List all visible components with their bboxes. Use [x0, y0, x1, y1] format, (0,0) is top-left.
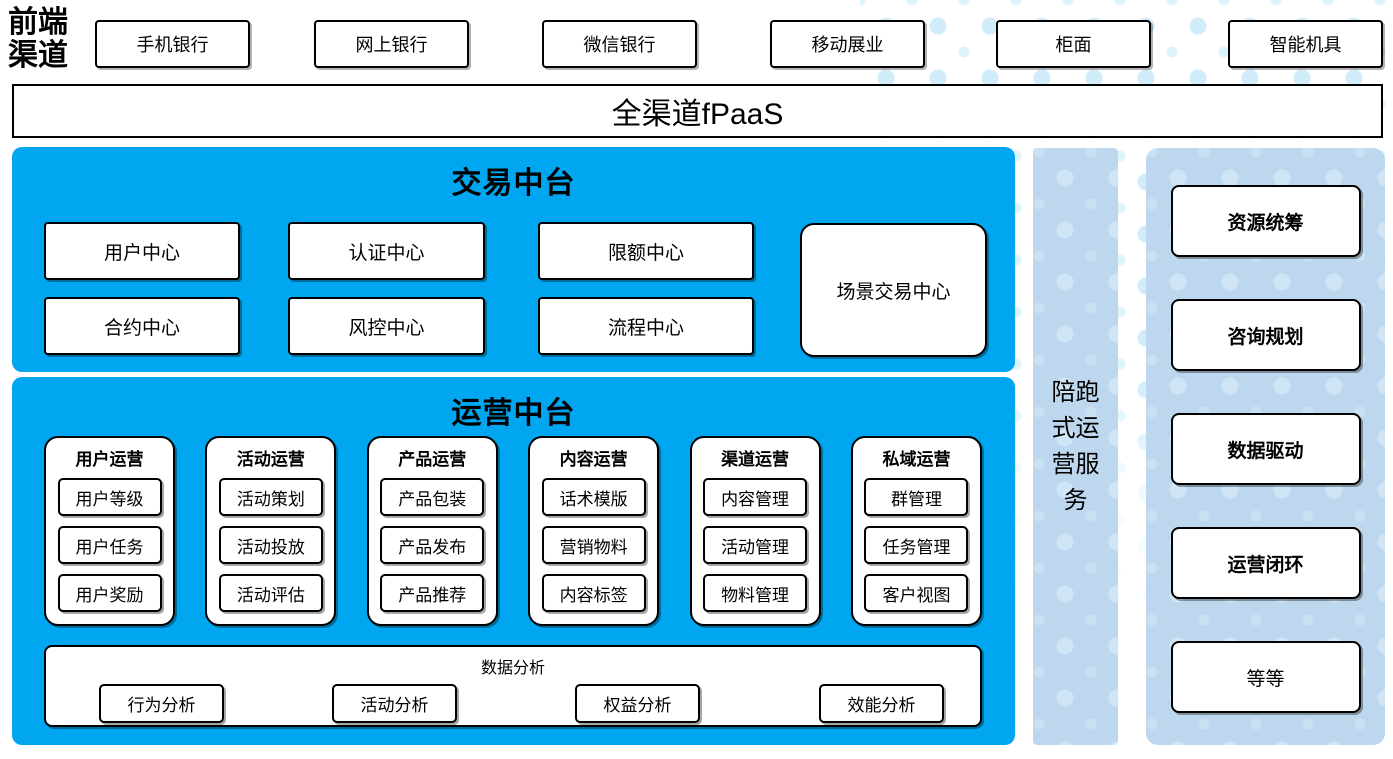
group-item: 产品推荐 [380, 574, 485, 612]
group-item: 活动投放 [218, 526, 323, 564]
group-item: 活动评估 [218, 574, 323, 612]
analysis-item-efficiency: 效能分析 [819, 684, 944, 723]
group-title: 内容运营 [559, 450, 628, 469]
group-item: 活动策划 [218, 478, 323, 516]
channel-box-online-banking: 网上银行 [314, 20, 469, 68]
service-box-resource-coordination: 资源统筹 [1170, 185, 1361, 257]
service-panel: 资源统筹 咨询规划 数据驱动 运营闭环 等等 [1146, 148, 1385, 745]
group-title: 用户运营 [75, 450, 144, 469]
service-box-operation-loop: 运营闭环 [1170, 527, 1361, 599]
frontend-channels-label: 前端渠道 [8, 6, 68, 72]
scene-trade-center-box: 场景交易中心 [800, 223, 987, 357]
channel-box-mobile-outreach: 移动展业 [770, 20, 925, 68]
operation-platform-title: 运营中台 [451, 397, 576, 430]
service-box-data-driven: 数据驱动 [1170, 413, 1361, 485]
analysis-item-benefit: 权益分析 [575, 684, 700, 723]
center-box-contract: 合约中心 [44, 297, 240, 355]
group-title: 活动运营 [236, 450, 305, 469]
group-item: 内容管理 [703, 478, 808, 516]
group-item: 话术模版 [541, 478, 646, 516]
group-item: 用户等级 [57, 478, 162, 516]
channel-box-mobile-banking: 手机银行 [95, 20, 250, 68]
channel-box-counter: 柜面 [996, 20, 1151, 68]
group-card-content-ops: 内容运营 话术模版 营销物料 内容标签 [528, 436, 660, 626]
group-title: 产品运营 [398, 450, 467, 469]
analysis-item-behavior: 行为分析 [99, 684, 224, 723]
service-box-etc: 等等 [1170, 641, 1361, 713]
channel-box-smart-devices: 智能机具 [1228, 20, 1383, 68]
group-card-private-domain-ops: 私域运营 群管理 任务管理 客户视图 [850, 436, 982, 626]
group-title: 渠道运营 [721, 450, 790, 469]
center-box-risk: 风控中心 [288, 297, 485, 355]
group-item: 任务管理 [864, 526, 969, 564]
data-analysis-panel: 数据分析 行为分析 活动分析 权益分析 效能分析 [44, 645, 982, 727]
center-box-auth: 认证中心 [288, 222, 485, 280]
operation-platform-block: 运营中台 用户运营 用户等级 用户任务 用户奖励 活动运营 活动策划 活动投放 … [12, 377, 1015, 745]
group-card-user-ops: 用户运营 用户等级 用户任务 用户奖励 [44, 436, 175, 626]
center-box-limit: 限额中心 [538, 222, 754, 280]
channels-row: 手机银行 网上银行 微信银行 移动展业 柜面 智能机具 [0, 20, 1393, 68]
group-item: 营销物料 [541, 526, 646, 564]
group-item: 活动管理 [703, 526, 808, 564]
analysis-item-activity: 活动分析 [332, 684, 457, 723]
companion-operation-service-strip: 陪跑式运营服务 [1033, 148, 1118, 745]
group-item: 内容标签 [541, 574, 646, 612]
omni-channel-fpaas-bar: 全渠道fPaaS [12, 84, 1383, 138]
center-box-process: 流程中心 [538, 297, 754, 355]
data-analysis-title: 数据分析 [480, 660, 545, 677]
companion-operation-service-label: 陪跑式运营服务 [1051, 378, 1100, 514]
service-box-consulting-planning: 咨询规划 [1170, 299, 1361, 371]
group-item: 群管理 [864, 478, 969, 516]
group-card-channel-ops: 渠道运营 内容管理 活动管理 物料管理 [689, 436, 821, 626]
group-item: 产品发布 [380, 526, 485, 564]
trade-platform-block: 交易中台 用户中心 认证中心 限额中心 合约中心 风控中心 流程中心 场景交易中… [12, 147, 1015, 372]
group-card-activity-ops: 活动运营 活动策划 活动投放 活动评估 [205, 436, 337, 626]
group-item: 用户任务 [57, 526, 162, 564]
group-item: 客户视图 [864, 574, 969, 612]
group-title: 私域运营 [882, 450, 951, 469]
group-item: 用户奖励 [57, 574, 162, 612]
group-card-product-ops: 产品运营 产品包装 产品发布 产品推荐 [366, 436, 498, 626]
trade-platform-title: 交易中台 [451, 167, 576, 200]
group-item: 产品包装 [380, 478, 485, 516]
center-box-user: 用户中心 [44, 222, 240, 280]
operation-groups-row: 用户运营 用户等级 用户任务 用户奖励 活动运营 活动策划 活动投放 活动评估 … [12, 436, 1015, 626]
group-item: 物料管理 [703, 574, 808, 612]
channel-box-wechat-banking: 微信银行 [542, 20, 697, 68]
